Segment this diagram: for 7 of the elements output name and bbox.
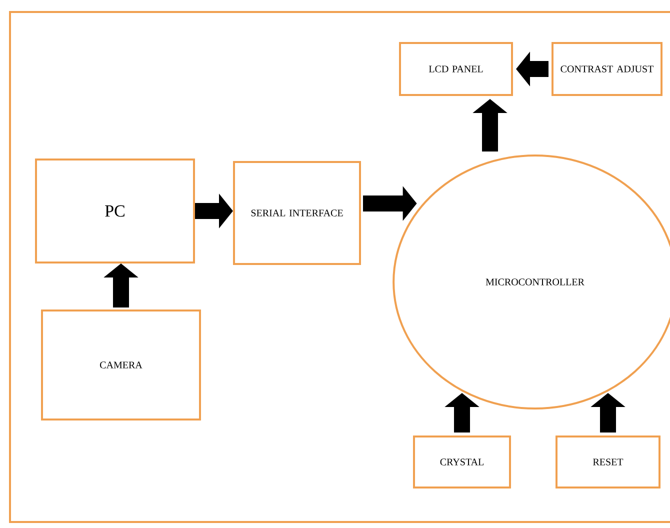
reset-box: RESET [556, 436, 660, 488]
adjust-box: CONTRAST ADJUST [552, 42, 662, 96]
camera-box: CAMERA [41, 310, 201, 420]
computer-box: PC [35, 158, 195, 264]
display-box: LCD PANEL [399, 42, 513, 96]
crystal-box: CRYSTAL [413, 436, 511, 488]
interface-box: SERIAL INTERFACE [233, 161, 361, 265]
